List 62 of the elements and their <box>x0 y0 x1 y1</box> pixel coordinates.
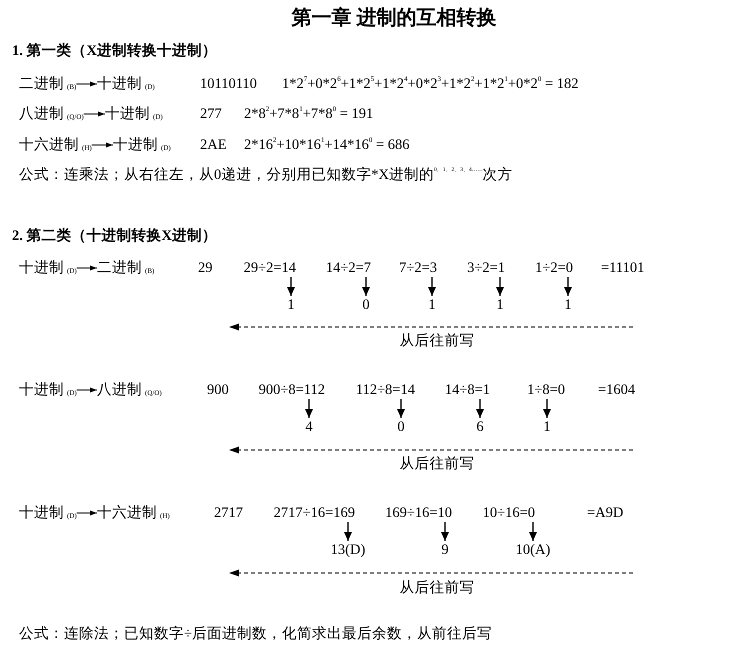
arrow <box>476 399 484 418</box>
result-value: =A9D <box>587 504 624 522</box>
section-heading: 2. 第二类（十进制转换X进制） <box>12 227 217 245</box>
remainder-digit: 9 <box>441 541 449 559</box>
arrow <box>496 277 504 296</box>
remainder-digit: 0 <box>397 418 405 436</box>
arrow <box>362 277 370 296</box>
division-step: 14÷2=7 <box>326 259 371 277</box>
division-step: 14÷8=1 <box>444 381 490 399</box>
remainder-digit: 1 <box>543 418 551 436</box>
arrow <box>428 277 436 296</box>
result-value: =1604 <box>598 381 636 399</box>
arrow <box>76 82 97 86</box>
expansion-formula: 1*2$^{7}$+0*2$^{6}$+1*2$^{5}$+1*2$^{4}$+0*2$^{3}$+1*2$^{2}$+1*2$^{1}$+0*2$^{0}$ = 182 <box>282 75 578 93</box>
remainder-digit: 6 <box>476 418 484 436</box>
remainder-digit: 1 <box>564 296 572 314</box>
expansion-formula: 2*8$^{2}$+7*8$^{1}$+7*8$^{0}$ = 191 <box>244 105 374 123</box>
arrow <box>441 522 449 541</box>
arrow <box>344 522 352 541</box>
division-step: 169÷16=10 <box>385 504 452 522</box>
arrow <box>76 388 97 392</box>
arrow <box>543 399 551 418</box>
number-value: 2717 <box>214 504 243 522</box>
arrow <box>76 510 97 516</box>
section-heading: 1. 第一类（X进制转换十进制） <box>12 42 217 60</box>
remainder-digit: 0 <box>362 296 370 314</box>
number-value: 29 <box>198 259 212 277</box>
division-step: 1÷2=0 <box>535 259 573 277</box>
division-step: 7÷2=3 <box>399 259 437 277</box>
expansion-formula: 2*16$^{2}$+10*16$^{1}$+14*16$^{0}$ = 686 <box>244 136 410 154</box>
division-step: 10÷16=0 <box>482 504 535 522</box>
division-step: 900÷8=112 <box>258 381 325 399</box>
arrow <box>287 277 295 296</box>
arrow <box>305 399 313 418</box>
remainder-digit: 1 <box>428 296 436 314</box>
division-step: 112÷8=14 <box>356 381 415 399</box>
number-value: 277 <box>200 105 222 123</box>
division-step: 1÷8=0 <box>527 381 565 399</box>
formula-note: 公式：连乘法；从右往左，从0递进，分别用已知数字*X进制的$^{0、1、2、3、4……}$次方 <box>19 166 513 184</box>
direction-note: 从后往前写 <box>400 579 474 597</box>
number-value: 900 <box>207 381 229 399</box>
chapter-title: 第一章 进制的互相转换 <box>292 6 496 30</box>
formula-note: 公式：连除法；已知数字÷后面进制数，化简求出最后余数，从前往后写 <box>19 625 492 643</box>
arrow <box>564 277 572 296</box>
division-step: 29÷2=14 <box>244 259 296 277</box>
number-value: 10110110 <box>200 75 257 93</box>
remainder-digit: 1 <box>287 296 295 314</box>
remainder-digit: 4 <box>305 418 313 436</box>
arrow <box>84 112 105 116</box>
arrow <box>397 399 405 418</box>
direction-note: 从后往前写 <box>400 332 474 350</box>
direction-note: 从后往前写 <box>400 455 474 473</box>
remainder-digit: 10(A) <box>516 541 550 559</box>
remainder-digit: 13(D) <box>330 541 366 559</box>
remainder-digit: 1 <box>496 296 504 314</box>
arrow <box>529 522 537 541</box>
result-value: =11101 <box>601 259 644 277</box>
division-step: 3÷2=1 <box>467 259 505 277</box>
arrow <box>76 266 97 270</box>
division-step: 2717÷16=169 <box>274 504 355 522</box>
number-value: 2AE <box>200 136 227 154</box>
arrow <box>92 142 113 148</box>
